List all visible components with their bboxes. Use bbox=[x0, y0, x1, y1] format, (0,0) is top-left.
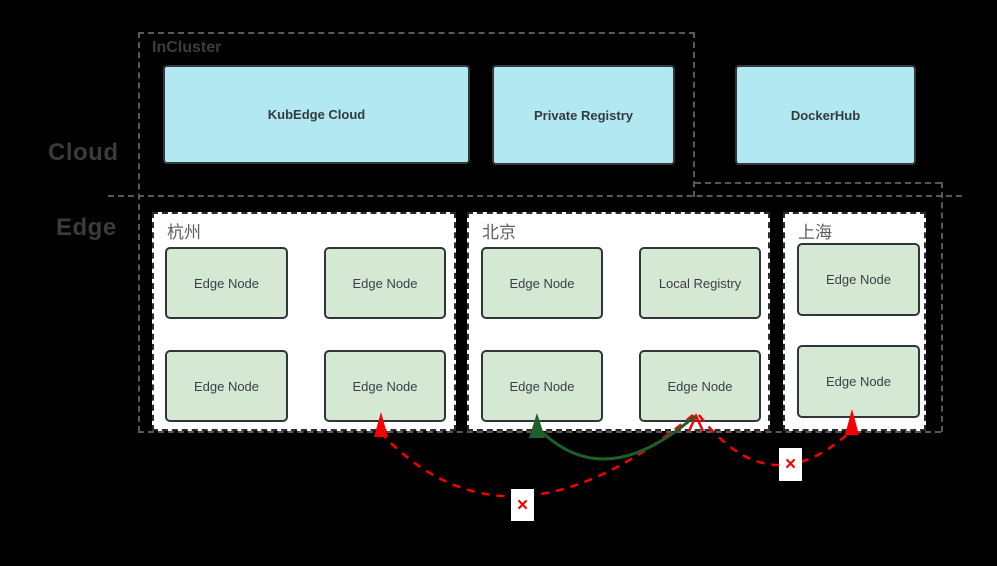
edge-node-label: Edge Node bbox=[509, 275, 575, 291]
dockerhub-node: DockerHub bbox=[735, 65, 916, 165]
kubedge-cloud-node: KubEdge Cloud bbox=[163, 65, 470, 164]
edge-node-label: Edge Node bbox=[509, 378, 575, 394]
edge-node-label: Edge Node bbox=[825, 272, 892, 287]
edge-node-label: Edge Node bbox=[352, 275, 418, 291]
local-registry-node: Local Registry bbox=[639, 247, 761, 319]
edge-region-bottom-line bbox=[138, 431, 941, 433]
edge-node: Edge Node bbox=[797, 345, 920, 418]
cluster-name-shanghai: 上海 bbox=[798, 223, 832, 242]
edge-cluster-shanghai: 上海 Edge Node Edge Node bbox=[783, 212, 926, 431]
dockerhub-region-bottom-line bbox=[695, 182, 941, 184]
edge-node: Edge Node bbox=[797, 243, 920, 316]
edge-node: Edge Node bbox=[481, 247, 603, 319]
kubedge-cloud-label: KubEdge Cloud bbox=[267, 107, 366, 122]
edge-node-label: Edge Node bbox=[193, 275, 260, 291]
incluster-label: InCluster bbox=[152, 39, 222, 56]
right-boundary-line bbox=[941, 182, 943, 432]
dockerhub-label: DockerHub bbox=[790, 107, 861, 123]
cloud-region-label: Cloud bbox=[48, 139, 119, 166]
edge-cluster-beijing: 北京 Edge Node Local Registry Edge Node Ed… bbox=[467, 212, 770, 431]
edge-node-label: Edge Node bbox=[352, 378, 418, 394]
incluster-boundary: InCluster bbox=[138, 32, 695, 197]
cluster-name-hangzhou: 杭州 bbox=[167, 223, 201, 242]
blocked-cross-left: × bbox=[511, 489, 534, 521]
edge-cluster-hangzhou: 杭州 Edge Node Edge Node Edge Node Edge No… bbox=[152, 212, 456, 431]
cross-icon: × bbox=[784, 454, 797, 475]
edge-node: Edge Node bbox=[165, 247, 288, 319]
left-boundary-line bbox=[138, 32, 140, 432]
edge-node: Edge Node bbox=[481, 350, 603, 422]
edge-node: Edge Node bbox=[639, 350, 761, 422]
edge-node-label: Edge Node bbox=[193, 378, 260, 394]
cluster-name-beijing: 北京 bbox=[482, 223, 516, 242]
private-registry-label: Private Registry bbox=[534, 107, 633, 123]
cross-icon: × bbox=[516, 494, 529, 516]
edge-node-label: Edge Node bbox=[667, 378, 733, 394]
edge-node: Edge Node bbox=[324, 350, 446, 422]
cloud-edge-divider-line bbox=[108, 195, 962, 197]
local-registry-label: Local Registry bbox=[658, 275, 742, 291]
private-registry-node: Private Registry bbox=[492, 65, 675, 165]
edge-region-label: Edge bbox=[56, 214, 117, 241]
edge-node: Edge Node bbox=[324, 247, 446, 319]
edge-node: Edge Node bbox=[165, 350, 288, 422]
edge-node-label: Edge Node bbox=[825, 374, 892, 389]
blocked-cross-right: × bbox=[779, 448, 802, 481]
